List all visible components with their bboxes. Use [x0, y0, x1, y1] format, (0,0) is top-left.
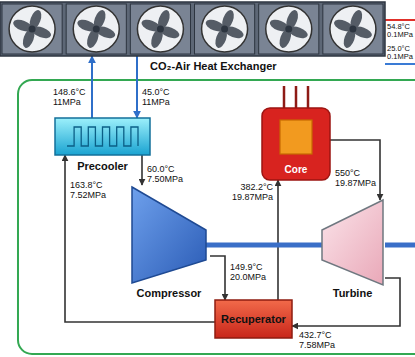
flow-line: [330, 140, 380, 200]
state-point-label: 25.0°C 0.1MPa: [386, 45, 414, 62]
reactor-core: Core: [262, 108, 330, 180]
flow-line: [277, 180, 279, 300]
node-label: Compressor: [137, 287, 202, 299]
coolant-line: [91, 56, 93, 118]
heat-exchanger: CO₂-Air Heat Exchanger: [0, 2, 385, 56]
node-shape: [320, 200, 385, 300]
node-label: Precooler: [77, 160, 128, 172]
cold-air-line: [385, 63, 415, 65]
recuperator: Recuperator: [215, 300, 292, 338]
state-point-label: 550°C 19.87MPa: [334, 168, 377, 188]
state-point-label: 60.0°C 7.50MPa: [146, 164, 184, 184]
node-label: CO₂-Air Heat Exchanger: [150, 60, 277, 72]
shaft: [385, 243, 415, 248]
shaft: [206, 243, 322, 248]
node-shape: [0, 2, 385, 56]
flow-line: [292, 278, 400, 326]
state-point-label: 54.8°C 0.1MPa: [386, 23, 414, 40]
flow-line: [65, 155, 215, 322]
turbine: Turbine: [320, 200, 385, 300]
node-label: Core: [285, 164, 308, 175]
hot-air-line: [385, 19, 415, 21]
node-label: Turbine: [333, 287, 373, 299]
state-point-label: 149.9°C 20.0MPa: [229, 262, 267, 282]
compressor: Compressor: [128, 185, 210, 300]
state-point-label: 148.6°C 11MPa: [52, 87, 87, 107]
coolant-line: [136, 56, 138, 118]
state-point-label: 163.8°C 7.52MPa: [69, 180, 107, 200]
state-point-label: 45.0°C 11MPa: [141, 87, 171, 107]
system-boundary: [18, 80, 415, 354]
precooler: Precooler: [55, 118, 150, 172]
state-point-label: 432.7°C 7.58MPa: [298, 330, 336, 350]
flow-line: [141, 155, 143, 185]
state-point-label: 382.2°C 19.87MPa: [231, 182, 274, 202]
flow-line: [210, 256, 225, 300]
node-shape: [128, 185, 210, 300]
control-rods: [284, 86, 308, 110]
node-label: Recuperator: [221, 313, 286, 325]
